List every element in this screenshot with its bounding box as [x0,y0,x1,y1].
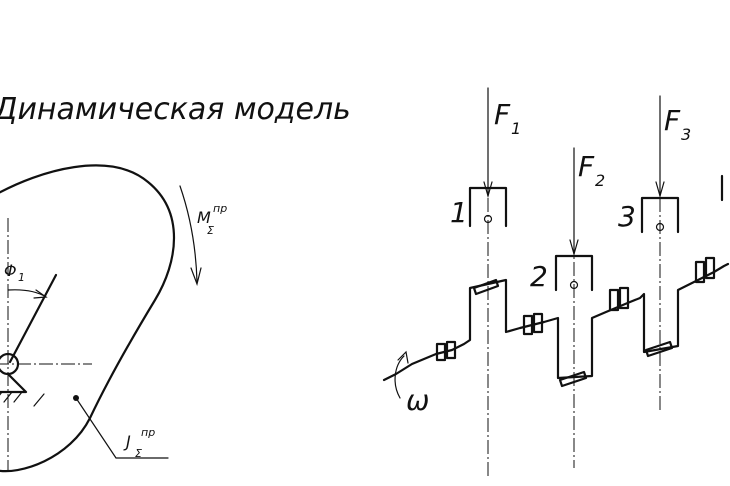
inertia-label: J [123,432,131,451]
crankshaft-scheme: F 1 F 2 F 3 1 2 3 ω [382,87,730,478]
piston-pin-1 [483,214,493,224]
inertia-superscript: пр [141,426,155,439]
support-hatch [33,393,45,407]
moment-label: M [197,208,211,227]
force-subscript-2: 2 [595,171,605,190]
force-subscript-1: 1 [511,119,521,138]
moment-subscript: Σ [207,224,214,237]
reduced-model: Φ 1 M Σ пр J Σ пр [0,164,227,473]
piston-pin-3 [655,222,665,232]
main-bearing-1b [445,340,457,360]
rotation-arrow [394,355,405,399]
force-label-3: F [664,104,681,137]
angle-subscript: 1 [18,271,25,284]
support-hatch [0,391,3,396]
omega-label: ω [406,384,429,417]
moment-arrow [179,185,198,283]
main-bearing-3b [618,286,630,310]
pivot-support [0,372,28,394]
force-label-2: F [578,150,595,183]
moment-arrowhead [190,267,202,287]
force-subscript-3: 3 [681,125,691,144]
inertia-leader [75,397,169,459]
main-bearing-2b [532,312,544,334]
diagram-title: Динамическая модель [0,92,351,127]
piston-3 [640,196,680,234]
main-bearing-2 [522,314,534,336]
force-arrowhead-1 [483,181,493,199]
inertia-subscript: Σ [135,447,142,460]
main-bearing-4b [704,256,716,280]
rotation-arrowhead [397,350,409,364]
inertia-body [0,164,176,473]
crank-pin-2 [558,370,588,388]
main-bearing-1 [435,342,447,362]
crank-pin-1 [472,278,500,296]
angle-label: Φ [4,261,17,280]
cylinder-number-2: 2 [530,260,548,293]
moment-superscript: пр [213,202,227,215]
main-bearing-3 [608,288,620,312]
piston-pin-2 [569,280,579,290]
piston-1 [468,186,508,228]
support-hatch [13,391,23,403]
force-arrowhead-2 [569,239,579,257]
angle-arrowhead [33,289,48,299]
main-bearing-4 [694,260,706,284]
crank-pin-3 [644,340,674,358]
cylinder-number-3: 3 [618,200,636,233]
force-arrowhead-3 [655,181,665,199]
piston-2 [554,254,594,292]
force-label-1: F [494,98,511,131]
cylinder-number-1: 1 [450,196,468,229]
reduced-link [8,273,58,364]
